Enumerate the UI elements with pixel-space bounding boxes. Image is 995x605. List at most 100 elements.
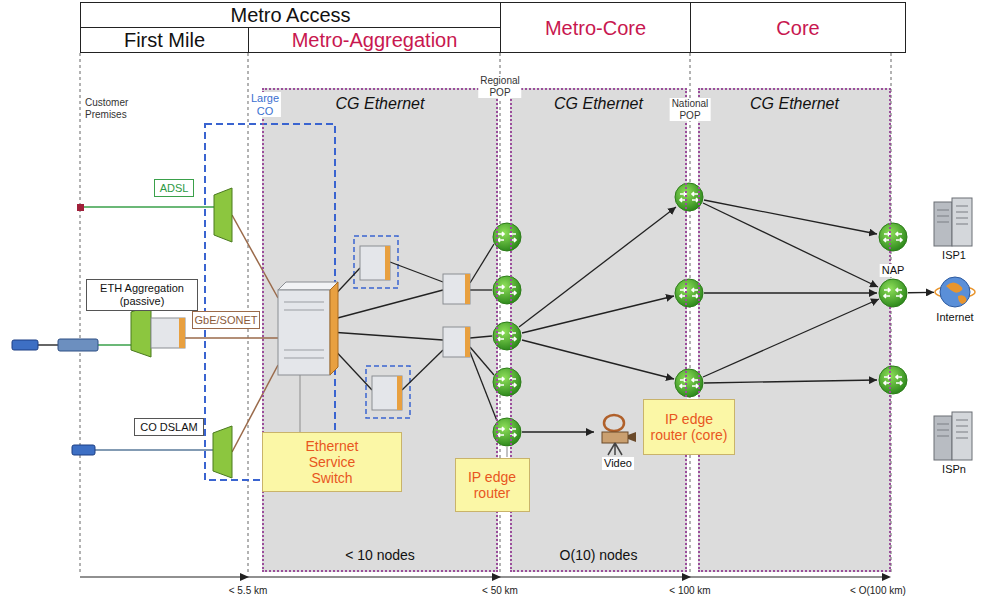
axis-arrow	[492, 573, 501, 581]
router-symbol	[879, 223, 907, 251]
switch-body	[372, 376, 402, 410]
distance-label: < 50 km	[480, 585, 520, 597]
arrow-line	[519, 207, 676, 327]
location-label: Regional POP	[478, 75, 521, 98]
co-boundary	[205, 124, 335, 480]
arrow-line	[704, 200, 877, 234]
icon-label: ISP1	[940, 249, 968, 262]
region-fill	[698, 88, 891, 572]
callout-box: Ethernet Service Switch	[262, 432, 402, 492]
icon-label: ISPn	[940, 463, 968, 476]
region-note: < 10 nodes	[345, 547, 415, 563]
arrow-line	[522, 296, 674, 333]
switch-body	[443, 327, 470, 357]
header-cell: Metro-Core	[500, 2, 691, 53]
distance-label: < 5.5 km	[227, 585, 270, 597]
boundary-lines	[80, 53, 891, 574]
leader-line	[506, 447, 507, 457]
box-text: IP edge router	[462, 469, 522, 501]
icon-label: Internet	[934, 311, 975, 324]
distance-axis	[80, 573, 891, 581]
label-box: CO DSLAM	[134, 418, 204, 437]
arrow-line	[704, 380, 877, 383]
dslam-symbol	[214, 188, 232, 242]
label-box: ETH Aggregation (passive)	[86, 279, 198, 310]
server-icon: ISP1	[932, 196, 976, 248]
aggregation-links	[330, 244, 497, 421]
router-icon-graphic	[878, 278, 908, 308]
globe-icon: Internet	[934, 274, 976, 310]
callout-box: IP edge router	[455, 458, 530, 512]
link-line	[390, 262, 443, 282]
server-icon: ISPn	[932, 410, 976, 462]
switch-body	[151, 318, 185, 348]
network-region: Video CG EthernetO(10) nodes	[510, 88, 687, 572]
camera-icon-symbol	[602, 415, 636, 455]
switch-stripe	[465, 274, 470, 304]
header-cell: First Mile	[80, 27, 249, 53]
uplinks	[185, 215, 278, 452]
region-title: CG Ethernet	[750, 95, 839, 113]
dslam-symbol	[131, 305, 151, 357]
box-text: ETH Aggregation (passive)	[94, 282, 190, 307]
icon-label: NAP	[880, 264, 907, 277]
link-line	[402, 350, 443, 390]
router-icon: NAP	[878, 278, 908, 308]
link-line	[470, 289, 492, 290]
uplink-line	[185, 337, 278, 339]
header-cell: Core	[690, 2, 906, 53]
leader-line	[299, 375, 300, 432]
uplink-line	[232, 215, 278, 298]
server-icon-graphic	[932, 196, 976, 248]
dslam-symbol	[213, 426, 232, 478]
switch-body	[443, 274, 470, 304]
switch-top	[278, 282, 338, 290]
globe-icon-graphic	[934, 274, 976, 310]
camera-icon: Video	[596, 412, 640, 456]
switch-boundary	[366, 366, 410, 418]
axis-arrow	[240, 573, 249, 581]
distance-label: < O(100 km)	[848, 585, 908, 597]
header-cell: Metro Access	[80, 2, 501, 28]
server-icon-graphic	[932, 410, 976, 462]
switch-symbol	[360, 246, 390, 280]
link-line	[470, 352, 497, 421]
switch-symbol	[443, 327, 470, 357]
arrow-line	[703, 299, 879, 377]
router-symbol	[879, 366, 907, 394]
region-title: CG Ethernet	[554, 95, 643, 113]
region-title: CG Ethernet	[336, 95, 425, 113]
link-line	[470, 244, 494, 283]
header-text: Metro Access	[230, 4, 350, 26]
arrow-line	[522, 431, 594, 432]
arrow-line	[704, 292, 877, 293]
box-text: GbE/SONET	[195, 314, 258, 327]
boundary-line	[690, 53, 691, 574]
modem-icon	[12, 340, 38, 350]
boundary-line	[80, 53, 81, 574]
server-icon-symbol	[934, 412, 972, 460]
server-icon-symbol	[934, 198, 972, 246]
switch-symbol	[151, 318, 185, 348]
header-cell: Metro-Aggregation	[248, 27, 501, 53]
distance-label: < 100 km	[667, 585, 712, 597]
switch-body	[360, 246, 390, 280]
box-text: Ethernet Service Switch	[301, 438, 363, 486]
switch-stripe	[385, 246, 390, 280]
switch-detail	[284, 302, 324, 358]
adsl-line	[80, 206, 214, 208]
switch-symbol	[372, 376, 402, 410]
arrow-line	[703, 203, 878, 287]
region-note: O(10) nodes	[560, 547, 638, 563]
location-label: Customer Premises	[83, 97, 130, 120]
modem-icon	[58, 339, 98, 351]
location-label: Large CO	[249, 92, 281, 117]
header-text: Core	[776, 17, 819, 39]
header-text: Metro-Aggregation	[292, 29, 458, 51]
access-line	[98, 344, 131, 346]
globe-icon-symbol	[935, 277, 975, 307]
access-line	[38, 344, 58, 346]
switch-stripe	[330, 282, 338, 375]
icon-label: Video	[602, 457, 634, 470]
